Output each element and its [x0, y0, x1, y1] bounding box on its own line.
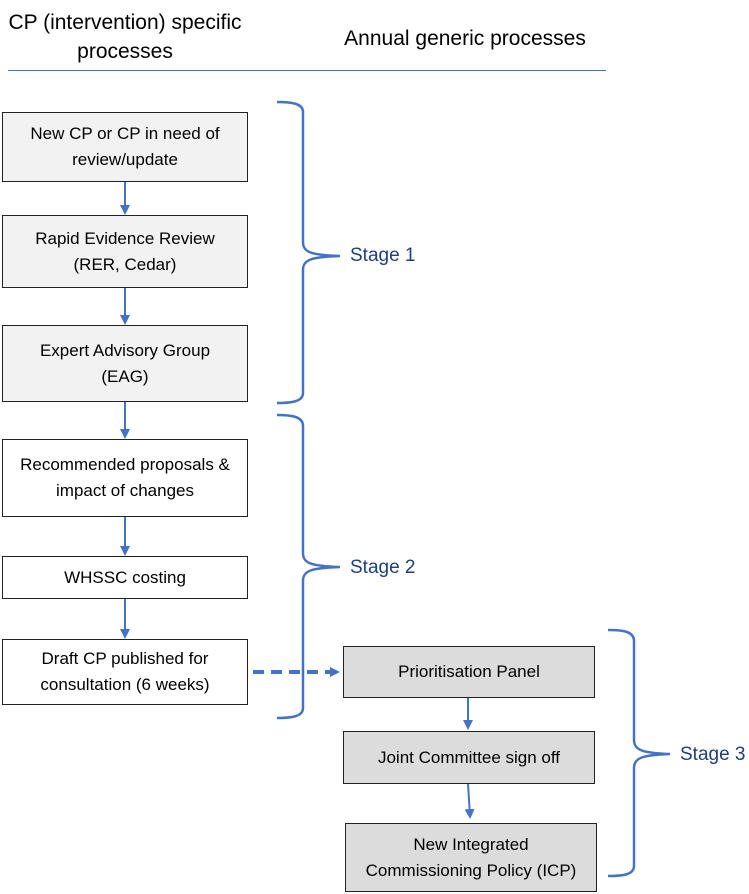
stage2-brace: [276, 413, 341, 720]
stage1-label: Stage 1: [350, 245, 416, 266]
stage3-label: Stage 3: [680, 744, 746, 765]
box-new-icp: New Integrated Commissioning Policy (ICP…: [345, 823, 597, 892]
box-prioritisation-line1: Prioritisation Panel: [398, 662, 540, 681]
box-draft-line2: consultation (6 weeks): [40, 675, 210, 694]
box-whssc-costing: WHSSC costing: [2, 556, 248, 599]
box-joint-committee: Joint Committee sign off: [343, 731, 595, 784]
box-rer-line2: (RER, Cedar): [73, 254, 177, 274]
header-divider: [8, 70, 606, 71]
box-new-cp-line1: New CP or CP in need of: [30, 124, 220, 143]
stage2-label: Stage 2: [350, 557, 416, 578]
box-proposals-line1: Recommended proposals &: [20, 455, 230, 474]
box-draft-cp-published: Draft CP published for consultation (6 w…: [2, 639, 248, 705]
header-cp-specific-line1: CP (intervention) specific: [8, 11, 242, 34]
box-recommended-proposals: Recommended proposals & impact of change…: [2, 439, 248, 517]
box-icp-line2: Commissioning Policy (ICP): [365, 860, 577, 880]
box-costing-line1: WHSSC costing: [64, 567, 186, 587]
box-expert-advisory-group: Expert Advisory Group (EAG): [2, 325, 248, 402]
box-eag-line2: (EAG): [101, 366, 149, 386]
box-prioritisation-panel: Prioritisation Panel: [343, 646, 595, 698]
box-icp-line1: New Integrated: [413, 834, 529, 854]
header-cp-specific-line2: processes: [77, 40, 173, 63]
box-new-cp-line2: review/update: [72, 150, 178, 169]
stage1-brace: [276, 100, 341, 405]
header-cp-specific: CP (intervention) specific processes: [0, 8, 250, 66]
box-proposals-line2: impact of changes: [56, 481, 194, 500]
arrow-joint-to-icp: [464, 783, 475, 819]
box-eag-line1: Expert Advisory Group: [39, 340, 211, 360]
box-rapid-evidence-review: Rapid Evidence Review (RER, Cedar): [2, 215, 248, 288]
box-draft-line1: Draft CP published for: [41, 649, 209, 668]
box-rer-line1: Rapid Evidence Review: [35, 228, 215, 248]
box-joint-line1: Joint Committee sign off: [377, 747, 561, 767]
stage3-brace: [607, 628, 671, 878]
box-new-cp: New CP or CP in need of review/update: [2, 112, 248, 182]
header-annual-generic: Annual generic processes: [344, 27, 586, 50]
